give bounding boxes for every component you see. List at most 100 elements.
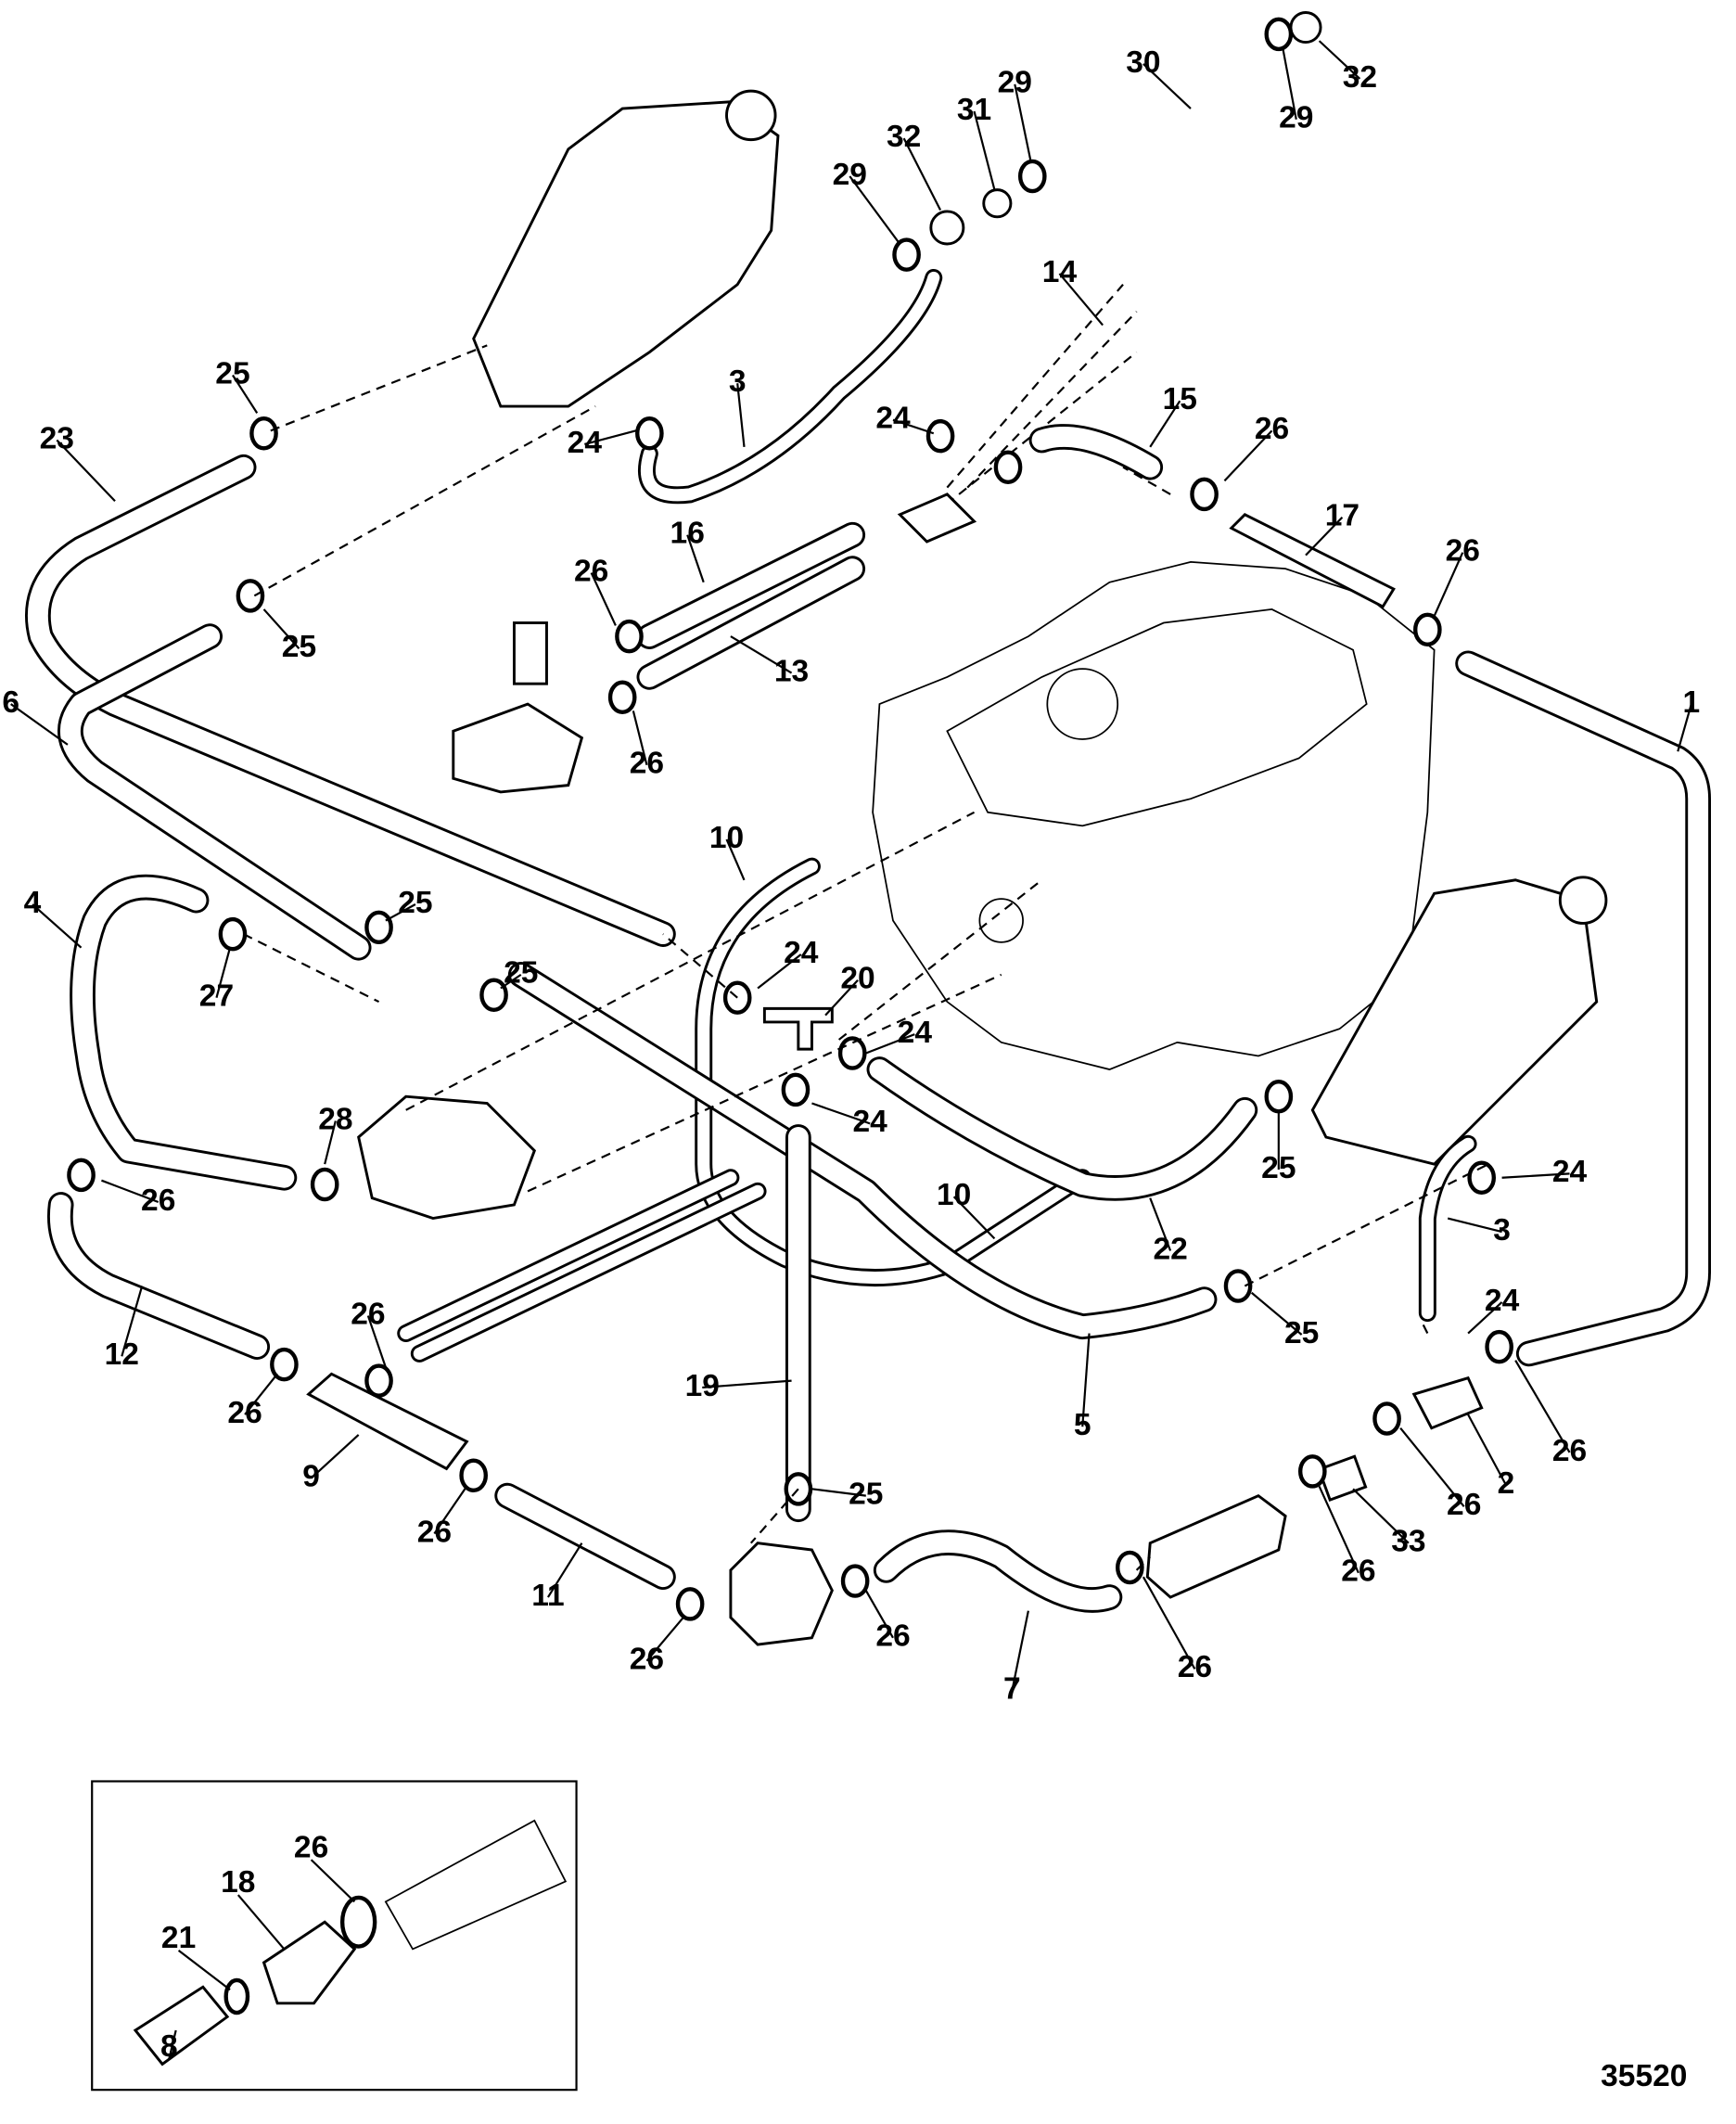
hose-clamp [1467, 1160, 1497, 1195]
hose-clamp [1223, 1269, 1253, 1303]
leader-line [546, 1542, 583, 1598]
leader-line [101, 1179, 160, 1204]
leader-line [1250, 1291, 1303, 1336]
callout-15: 15 [1163, 382, 1197, 416]
leader-line [324, 1120, 337, 1165]
callout-23: 23 [40, 421, 74, 455]
leader-line [902, 137, 942, 211]
callout-25: 25 [398, 886, 432, 920]
hose-clamp [840, 1564, 870, 1598]
callout-30: 30 [1126, 45, 1160, 80]
leader-line [385, 903, 416, 922]
leader-line [433, 1485, 468, 1535]
callout-32: 32 [887, 120, 921, 154]
leader-line [310, 1859, 356, 1903]
hose-clamp [479, 978, 508, 1013]
leader-line [310, 1434, 360, 1479]
callout-25: 25 [282, 630, 316, 664]
leader-line [1014, 83, 1032, 163]
leader-line [1223, 429, 1273, 482]
thermostat-housing [452, 702, 584, 794]
callout-13: 13 [774, 654, 809, 688]
callout-19: 19 [685, 1369, 720, 1403]
hose-clamp [781, 1072, 811, 1107]
inset-fitting-18 [262, 1920, 357, 2005]
leader-line [56, 439, 116, 502]
hose-clamp [1190, 477, 1219, 512]
fitting-14 [933, 284, 1138, 516]
callout-25: 25 [1261, 1151, 1296, 1185]
leader-lines [10, 40, 1692, 1691]
callout-24: 24 [875, 402, 911, 436]
leader-line [590, 572, 617, 626]
leader-line [236, 1894, 286, 1951]
hose-clamp [364, 1363, 393, 1398]
leader-line [1149, 400, 1181, 448]
leader-line [1399, 1427, 1465, 1507]
assembly-line [253, 405, 596, 597]
leader-line [1305, 516, 1344, 557]
leader-line [702, 1379, 792, 1388]
thermostat-cap [512, 621, 548, 685]
inset-hose [384, 1819, 568, 1951]
tee-fitting-2 [1411, 1375, 1484, 1430]
callout-24: 24 [1552, 1155, 1588, 1189]
assembly-line [243, 933, 380, 1004]
callout-29: 29 [998, 66, 1032, 100]
hose-clamp [1297, 1454, 1327, 1489]
callout-26: 26 [630, 747, 664, 781]
callout-32: 32 [1343, 60, 1377, 95]
callout-12: 12 [105, 1337, 139, 1372]
callout-17: 17 [1325, 499, 1359, 533]
hose-5 [507, 962, 1218, 1340]
callout-10: 10 [709, 821, 744, 855]
callout-3: 3 [1493, 1213, 1511, 1248]
callout-9: 9 [302, 1460, 320, 1494]
callout-7: 7 [1003, 1672, 1021, 1707]
hose-11 [494, 1482, 676, 1591]
callout-14: 14 [1042, 255, 1078, 289]
leader-line [32, 903, 83, 949]
manifold-elbow-upper [725, 89, 777, 142]
hose-clamp [615, 619, 644, 654]
callout-26: 26 [351, 1297, 385, 1331]
callout-26: 26 [1447, 1488, 1481, 1522]
callout-24: 24 [1485, 1284, 1520, 1318]
leader-line [811, 1102, 871, 1125]
leader-line [736, 383, 746, 447]
assembly-line [749, 1488, 799, 1544]
assembly-line [837, 878, 1043, 1041]
hose-23 [25, 454, 676, 947]
hose-clamp [1485, 1329, 1513, 1364]
leader-line [232, 374, 259, 414]
fitting-near-14 [897, 493, 977, 544]
hose-12 [47, 1192, 271, 1360]
callout-24: 24 [898, 1016, 933, 1050]
leader-line [632, 710, 648, 765]
inset-o-ring-21 [223, 1977, 250, 2015]
intake-manifold [946, 608, 1368, 827]
callout-26: 26 [574, 554, 608, 588]
leader-line [1282, 47, 1297, 120]
hose-26-pair-a [397, 1169, 740, 1343]
leader-line [1501, 1172, 1570, 1179]
callout-27: 27 [199, 979, 234, 1014]
assembly-dashed-lines [243, 344, 1489, 1571]
assembly-line [662, 933, 738, 999]
callout-24: 24 [784, 936, 819, 970]
callout-26: 26 [141, 1184, 175, 1218]
callout-22: 22 [1153, 1232, 1187, 1266]
assembly-line [1420, 1319, 1429, 1335]
leader-line [849, 175, 901, 245]
leader-line [1058, 273, 1104, 326]
hose-clamp [837, 1036, 867, 1070]
hose-clamp [607, 680, 637, 715]
hose-clamp [67, 1158, 96, 1193]
inset-fitting-8 [133, 1985, 230, 2066]
leader-line [686, 534, 705, 583]
figure-number: 35520 [1601, 2059, 1687, 2093]
leader-line [864, 1590, 894, 1639]
hose-3-upper [637, 268, 943, 505]
callout-6: 6 [2, 685, 19, 720]
